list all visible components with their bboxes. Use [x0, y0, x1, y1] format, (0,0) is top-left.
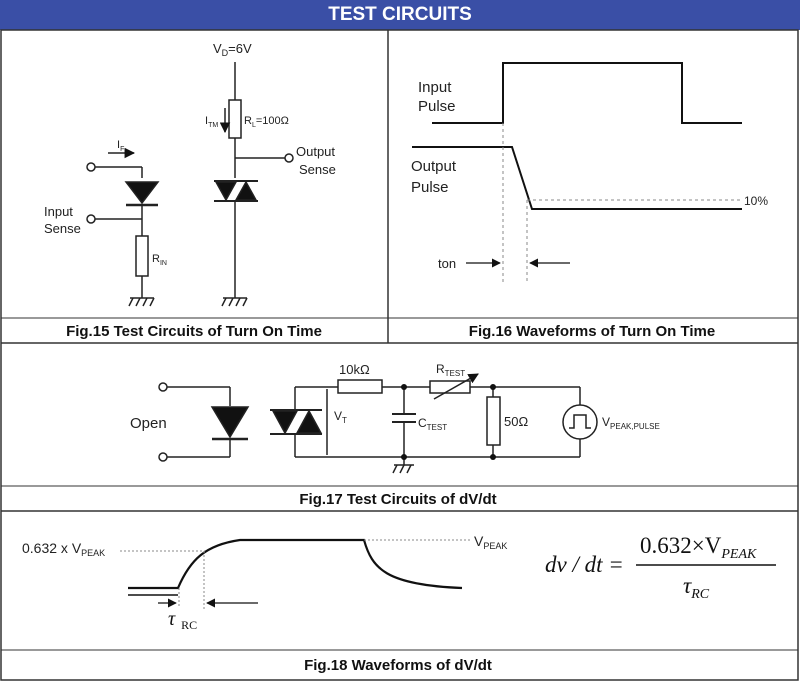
output-pulse-line1: Output [411, 158, 457, 175]
formula-denominator: τRC [683, 573, 710, 602]
input-sense-line2: Sense [44, 221, 81, 236]
output-sense-line2: Sense [299, 162, 336, 177]
fig18-caption: Fig.18 Waveforms of dV/dt [304, 657, 492, 674]
input-pulse-line2: Pulse [418, 98, 456, 115]
vpeak-level-label: VPEAK [474, 533, 507, 551]
dvdt-formula: dv / dt = 0.632×VPEAK τRC [545, 533, 776, 602]
input-sense-line1: Input [44, 204, 73, 219]
rtest-label: RTEST [436, 362, 465, 378]
vpeak-pulse-label: VPEAK,PULSE [602, 415, 660, 431]
vt-label: VT [334, 409, 347, 425]
page-title: TEST CIRCUITS [0, 0, 800, 30]
r10k-label: 10kΩ [339, 362, 370, 377]
r50-label: 50Ω [504, 414, 528, 429]
fig17-caption: Fig.17 Test Circuits of dV/dt [299, 491, 496, 508]
if-label: IF [117, 139, 124, 153]
ton-label: ton [438, 256, 456, 271]
panel-borders [0, 29, 799, 681]
formula-numerator: 0.632×VPEAK [640, 533, 757, 562]
rl-label: RL=100Ω [244, 115, 289, 129]
fig15-circuit [86, 62, 294, 307]
input-pulse-line1: Input [418, 79, 452, 96]
fig17-circuit [158, 373, 598, 474]
fig15-labels: VD=6V ITM RL=100Ω IF Input Sense Output … [44, 41, 336, 267]
ctest-label: CTEST [418, 416, 447, 432]
fig16-waveforms [412, 62, 742, 282]
fig15-caption: Fig.15 Test Circuits of Turn On Time [66, 323, 322, 340]
fig16-labels: Input Pulse Output Pulse 10% ton [411, 79, 768, 271]
output-pulse-line2: Pulse [411, 179, 449, 196]
ten-percent-label: 10% [744, 194, 768, 208]
fig18-waveform [120, 538, 470, 610]
formula-lhs: dv / dt = [545, 552, 624, 577]
rin-label: RIN [152, 253, 167, 267]
fig17-junctions [401, 384, 496, 460]
fig16-caption: Fig.16 Waveforms of Turn On Time [469, 323, 715, 340]
itm-label: ITM [205, 115, 218, 129]
vd-label: VD=6V [213, 41, 252, 58]
open-label: Open [130, 415, 167, 432]
output-sense-line1: Output [296, 144, 335, 159]
fig17-labels: Open 10kΩ RTEST VT CTEST 50Ω VPEAK,PULSE [130, 362, 660, 432]
level-632-label: 0.632 x VPEAK [22, 540, 105, 558]
